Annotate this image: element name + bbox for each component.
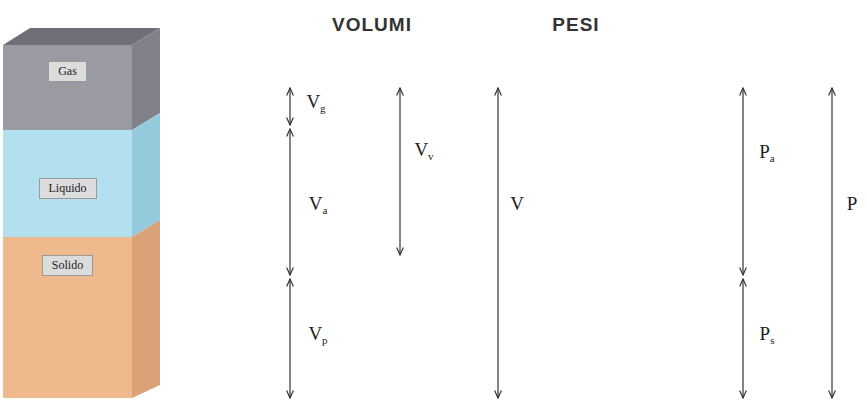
- dim-line: [289, 279, 290, 398]
- gas-layer: Gas: [3, 45, 132, 130]
- dim-line: [742, 279, 743, 398]
- dim-line: [399, 88, 400, 255]
- solid-layer: Solido: [3, 237, 132, 398]
- weight-symbol: P: [845, 193, 860, 215]
- solid-side: [132, 220, 160, 398]
- heading: PESI: [550, 14, 601, 36]
- layer-label: Solido: [42, 255, 93, 276]
- volume-symbol: Vp: [306, 323, 329, 346]
- dim-line: [497, 88, 498, 398]
- dim-line: [289, 88, 290, 125]
- dim-line: [742, 88, 743, 275]
- weight-symbol: Ps: [758, 323, 777, 346]
- layer-label: Gas: [48, 61, 87, 82]
- liquid-side: [132, 113, 160, 237]
- gas-side: [132, 28, 160, 130]
- volume-symbol: Vv: [412, 139, 435, 162]
- liquid-layer: Liquido: [3, 130, 132, 237]
- volume-symbol: V: [508, 193, 526, 215]
- dim-line: [831, 88, 832, 398]
- volume-symbol: Vg: [304, 91, 327, 114]
- soil-block: [3, 28, 160, 398]
- dim-line: [289, 129, 290, 275]
- layer-label: Liquido: [39, 178, 97, 199]
- heading: VOLUMI: [330, 14, 414, 36]
- weight-symbol: Pa: [757, 141, 776, 164]
- volume-symbol: Va: [307, 193, 330, 216]
- dimension-lines: [290, 88, 832, 398]
